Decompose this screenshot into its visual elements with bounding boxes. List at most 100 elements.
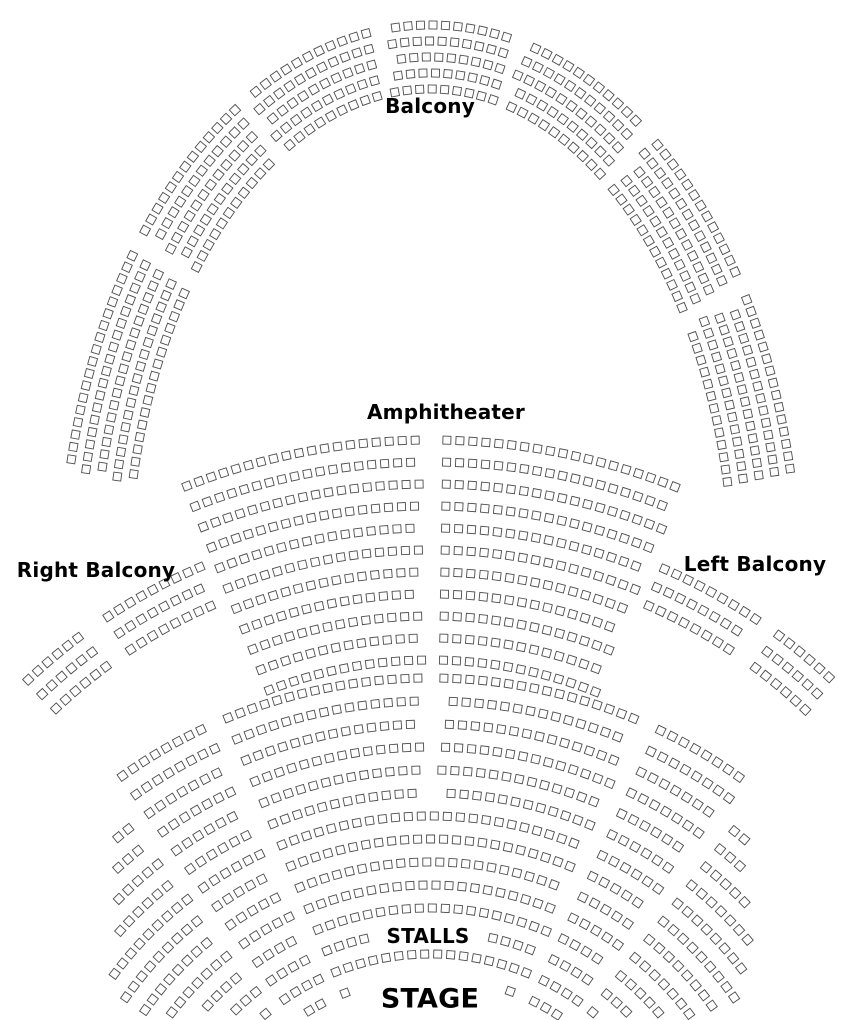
seat-amphitheater[interactable] — [375, 481, 385, 491]
seat-balcony[interactable] — [741, 344, 754, 356]
seat-stalls[interactable] — [666, 987, 679, 1001]
seat-balcony[interactable] — [722, 476, 733, 487]
seat-balcony[interactable] — [348, 31, 360, 43]
seat-stalls[interactable] — [414, 903, 424, 913]
seat-balcony[interactable] — [319, 77, 331, 90]
seat-amphitheater[interactable] — [556, 492, 568, 504]
seat-amphitheater[interactable] — [530, 532, 542, 543]
seat-balcony[interactable] — [681, 178, 694, 191]
seat-stalls[interactable] — [398, 766, 408, 776]
seat-amphitheater[interactable] — [403, 655, 414, 666]
seat-stalls[interactable] — [619, 1005, 633, 1018]
seat-balcony[interactable] — [118, 363, 129, 375]
seat-amphitheater[interactable] — [569, 495, 581, 507]
seat-amphitheater[interactable] — [263, 545, 275, 557]
seat-stalls[interactable] — [289, 985, 302, 999]
seat-stalls[interactable] — [515, 844, 526, 856]
seat-left-balcony[interactable] — [716, 592, 729, 605]
seat-amphitheater[interactable] — [479, 547, 489, 558]
seat-amphitheater[interactable] — [440, 545, 450, 555]
seat-stalls[interactable] — [151, 773, 164, 787]
seat-stalls[interactable] — [638, 960, 652, 973]
seat-balcony[interactable] — [736, 384, 748, 395]
seat-stalls[interactable] — [224, 786, 237, 799]
seat-amphitheater[interactable] — [492, 527, 503, 537]
seat-amphitheater[interactable] — [528, 666, 539, 678]
seat-stalls[interactable] — [357, 700, 368, 711]
seat-amphitheater[interactable] — [595, 456, 607, 468]
seat-stalls[interactable] — [181, 836, 194, 850]
seat-stalls[interactable] — [244, 879, 257, 892]
seat-right-balcony[interactable] — [181, 611, 193, 624]
seat-balcony[interactable] — [439, 84, 450, 95]
seat-balcony[interactable] — [679, 270, 692, 282]
seat-stalls[interactable] — [651, 854, 664, 867]
seat-balcony[interactable] — [620, 127, 634, 141]
seat-balcony[interactable] — [83, 368, 95, 379]
seat-amphitheater[interactable] — [384, 436, 394, 447]
seat-amphitheater[interactable] — [568, 563, 580, 575]
seat-amphitheater[interactable] — [387, 546, 398, 557]
seat-right-balcony[interactable] — [124, 619, 137, 633]
seat-amphitheater[interactable] — [288, 606, 300, 618]
seat-stalls[interactable] — [588, 897, 601, 910]
seat-stalls[interactable] — [583, 745, 596, 757]
seat-left-balcony[interactable] — [685, 598, 698, 611]
seat-stalls[interactable] — [405, 719, 416, 730]
seat-stalls[interactable] — [392, 720, 403, 730]
seat-amphitheater[interactable] — [630, 560, 642, 572]
seat-stalls[interactable] — [572, 814, 584, 826]
seat-balcony[interactable] — [171, 170, 185, 184]
seat-stalls[interactable] — [591, 952, 604, 965]
seat-balcony[interactable] — [418, 68, 428, 78]
seat-amphitheater[interactable] — [357, 504, 368, 515]
seat-balcony[interactable] — [443, 68, 453, 79]
seat-balcony[interactable] — [336, 35, 348, 47]
seat-left-balcony[interactable] — [801, 678, 814, 691]
seat-balcony[interactable] — [321, 93, 334, 106]
seat-balcony[interactable] — [702, 283, 715, 296]
seat-amphitheater[interactable] — [655, 523, 668, 535]
seat-amphitheater[interactable] — [441, 523, 451, 533]
seat-stalls[interactable] — [607, 855, 621, 868]
seat-balcony[interactable] — [272, 87, 286, 100]
seat-stalls[interactable] — [459, 789, 469, 800]
seat-stalls[interactable] — [420, 949, 430, 959]
seat-stalls[interactable] — [264, 745, 277, 757]
seat-balcony[interactable] — [602, 110, 616, 123]
seat-balcony[interactable] — [160, 289, 172, 302]
seat-balcony[interactable] — [280, 63, 293, 76]
seat-right-balcony[interactable] — [124, 596, 137, 609]
seat-right-balcony[interactable] — [45, 679, 59, 692]
seat-stalls[interactable] — [517, 751, 529, 762]
seat-stalls[interactable] — [347, 841, 359, 853]
seat-stalls[interactable] — [170, 901, 184, 915]
seat-balcony[interactable] — [128, 469, 139, 480]
seat-stalls[interactable] — [383, 697, 393, 708]
seat-balcony[interactable] — [751, 457, 762, 468]
seat-amphitheater[interactable] — [656, 499, 668, 512]
seat-balcony[interactable] — [729, 424, 741, 435]
seat-balcony[interactable] — [711, 415, 723, 426]
seat-stalls[interactable] — [348, 678, 359, 689]
seat-amphitheater[interactable] — [629, 583, 641, 596]
seat-amphitheater[interactable] — [557, 448, 569, 459]
seat-stalls[interactable] — [441, 742, 451, 752]
seat-amphitheater[interactable] — [517, 574, 528, 586]
seat-amphitheater[interactable] — [490, 615, 502, 626]
seat-balcony[interactable] — [592, 81, 606, 94]
seat-amphitheater[interactable] — [630, 536, 643, 549]
seat-balcony[interactable] — [75, 404, 86, 416]
seat-stalls[interactable] — [488, 769, 499, 780]
seat-stalls[interactable] — [346, 771, 357, 783]
seat-balcony[interactable] — [316, 61, 328, 74]
seat-stalls[interactable] — [552, 855, 564, 868]
seat-stalls[interactable] — [388, 905, 399, 916]
seat-left-balcony[interactable] — [789, 694, 802, 708]
seat-balcony[interactable] — [739, 396, 751, 407]
seat-stalls[interactable] — [255, 873, 268, 886]
seat-stalls[interactable] — [226, 810, 239, 823]
seat-balcony[interactable] — [662, 206, 675, 219]
seat-stalls[interactable] — [121, 852, 135, 866]
seat-stalls[interactable] — [669, 784, 682, 797]
